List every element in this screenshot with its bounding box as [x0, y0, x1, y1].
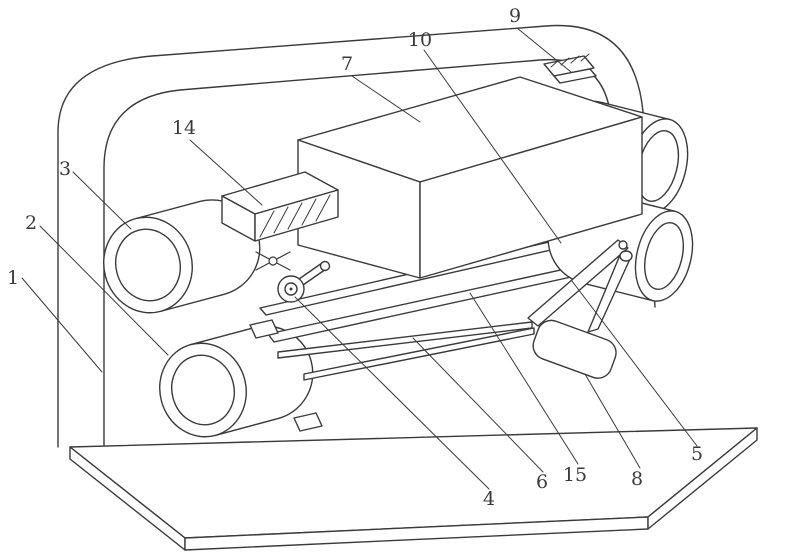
- mount-pin: [268, 256, 278, 266]
- pulley-inner: [284, 282, 298, 296]
- leader-line-6: [412, 337, 544, 473]
- leader-line-8: [584, 373, 641, 469]
- crank-knob: [319, 260, 331, 272]
- label-8: 8: [631, 468, 643, 490]
- roller-upper-left: [103, 199, 261, 314]
- label-3: 3: [59, 158, 71, 180]
- support-frame-outer-edge: [57, 24, 656, 448]
- label-15: 15: [563, 464, 587, 486]
- label-2: 2: [25, 212, 37, 234]
- box-right-face: [419, 116, 643, 279]
- pulley-center: [289, 287, 293, 291]
- base-plate-right-side: [647, 427, 758, 530]
- roller-cap-rim: [643, 222, 685, 290]
- label-6: 6: [536, 471, 548, 493]
- leader-line-14: [189, 139, 263, 206]
- roller-cap: [634, 210, 694, 302]
- clamp-block-front: [254, 189, 339, 242]
- label-1: 1: [7, 267, 19, 289]
- label-9: 9: [509, 5, 521, 27]
- leader-line-5: [571, 280, 698, 447]
- label-7: 7: [341, 53, 353, 75]
- drive-mount: [255, 251, 291, 271]
- leader-line-7: [351, 75, 421, 123]
- support-brace-b: [303, 327, 535, 381]
- label-10: 10: [408, 29, 432, 51]
- support-frame: [57, 24, 656, 448]
- roller-cap-rim: [171, 354, 235, 426]
- hammer: [532, 250, 633, 379]
- clamp-block: [221, 171, 339, 242]
- clamp-block-hatching: [259, 194, 331, 238]
- leader-line-10: [423, 49, 562, 244]
- leader-line-15: [469, 292, 579, 465]
- support-frame-inner-edge: [103, 58, 621, 448]
- mount-foot-right: [293, 412, 323, 432]
- leader-line-2: [39, 225, 169, 356]
- roller-cap-rim: [115, 228, 181, 302]
- drive-pulley: [277, 260, 331, 303]
- label-14: 14: [172, 117, 196, 139]
- leader-line-3: [72, 171, 132, 230]
- leader-line-1: [21, 277, 103, 373]
- leader-line-9: [516, 27, 572, 73]
- arm-joint: [618, 240, 628, 250]
- hammer-head: [532, 319, 617, 379]
- top-bracket-lower: [553, 68, 597, 84]
- label-4: 4: [483, 488, 495, 510]
- reference-labels: 1 2 3 4 5 6 7 8 9 10 14 15: [7, 5, 703, 510]
- mount-foot-left: [249, 319, 279, 339]
- base-plate: [69, 427, 758, 551]
- equipment-box: [297, 76, 643, 279]
- artwork: 1 2 3 4 5 6 7 8 9 10 14 15: [7, 5, 758, 551]
- support-arm-bar: [527, 239, 629, 327]
- leader-line-4: [294, 296, 490, 490]
- leader-lines: [21, 27, 698, 490]
- top-bracket: [543, 53, 597, 84]
- handle-knob: [619, 250, 633, 262]
- label-5: 5: [691, 443, 703, 465]
- support-arm: [527, 239, 629, 327]
